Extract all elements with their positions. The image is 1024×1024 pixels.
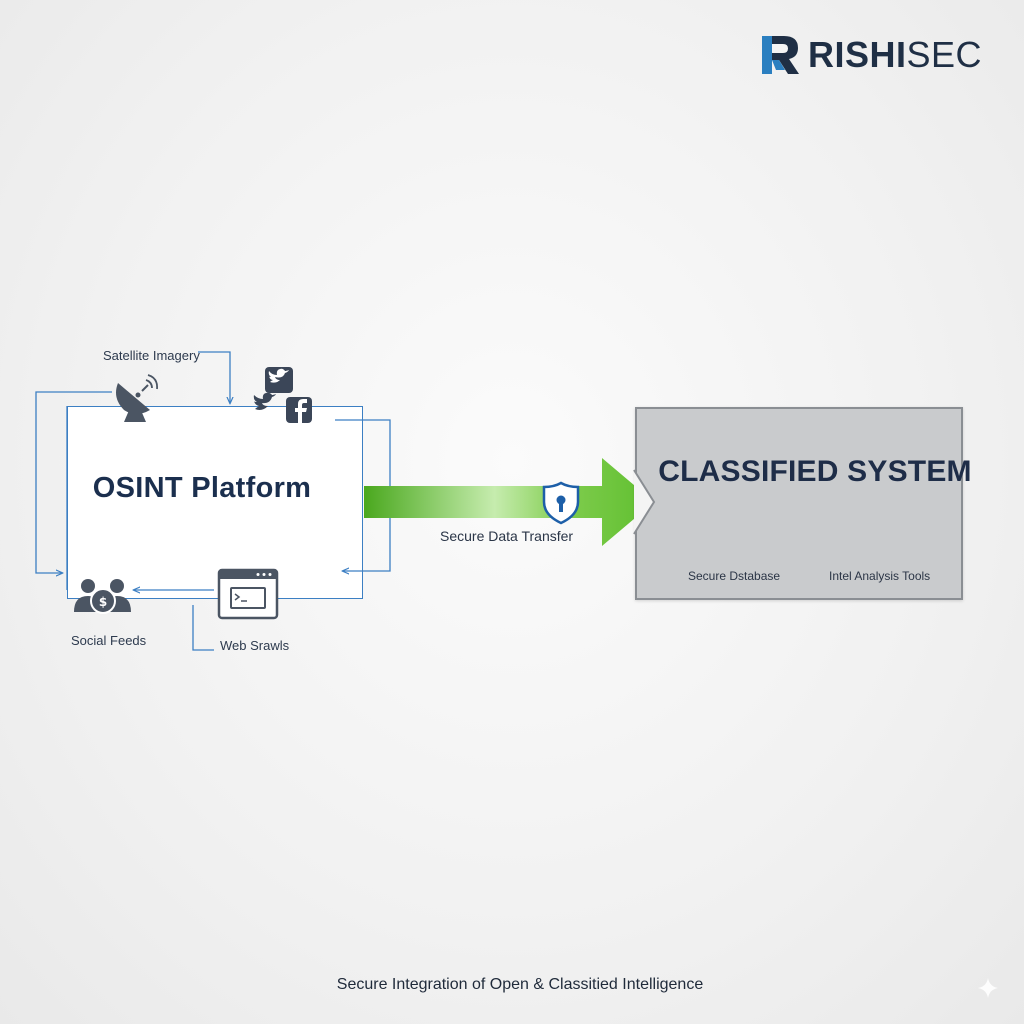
connector-left-loop [35, 391, 112, 573]
web-crawls-label: Web Srawls [220, 638, 290, 653]
satellite-imagery-label: Satellite Imagery [103, 348, 200, 363]
diagram-caption: Secure Integration of Open & Classitied … [336, 976, 704, 993]
sparkle-icon [978, 978, 998, 998]
brand-name-light: SEC [906, 34, 983, 75]
brand-name-bold: RISHI [808, 34, 907, 75]
connector-satellite-to-social-top [198, 351, 230, 403]
shield-keyhole-icon [542, 481, 580, 525]
secure-transfer-arrow [364, 458, 654, 546]
osint-platform-box [67, 406, 363, 599]
secure-database-label: Secure Dstabase [688, 569, 781, 583]
classified-system-box [635, 407, 963, 600]
browser-window-icon [217, 568, 279, 620]
secure-transfer-label: Secure Data Transfer [440, 528, 574, 544]
rishisec-logo-icon [762, 36, 799, 74]
satellite-dish-icon [116, 374, 158, 422]
osint-platform-title: OSINT Platform [92, 472, 312, 504]
brand-name: RISHISEC [808, 35, 982, 75]
social-feeds-label: Social Feeds [71, 633, 147, 648]
brand-logo: RISHISEC [758, 30, 998, 80]
twitter-facebook-icon [253, 367, 312, 423]
classified-system-title: CLASSIFIED SYSTEM [658, 455, 972, 488]
connector-web-label [192, 605, 214, 651]
intel-analysis-tools-label: Intel Analysis Tools [829, 569, 931, 583]
social-users-icon: $ [74, 579, 131, 614]
svg-text:$: $ [99, 595, 107, 609]
